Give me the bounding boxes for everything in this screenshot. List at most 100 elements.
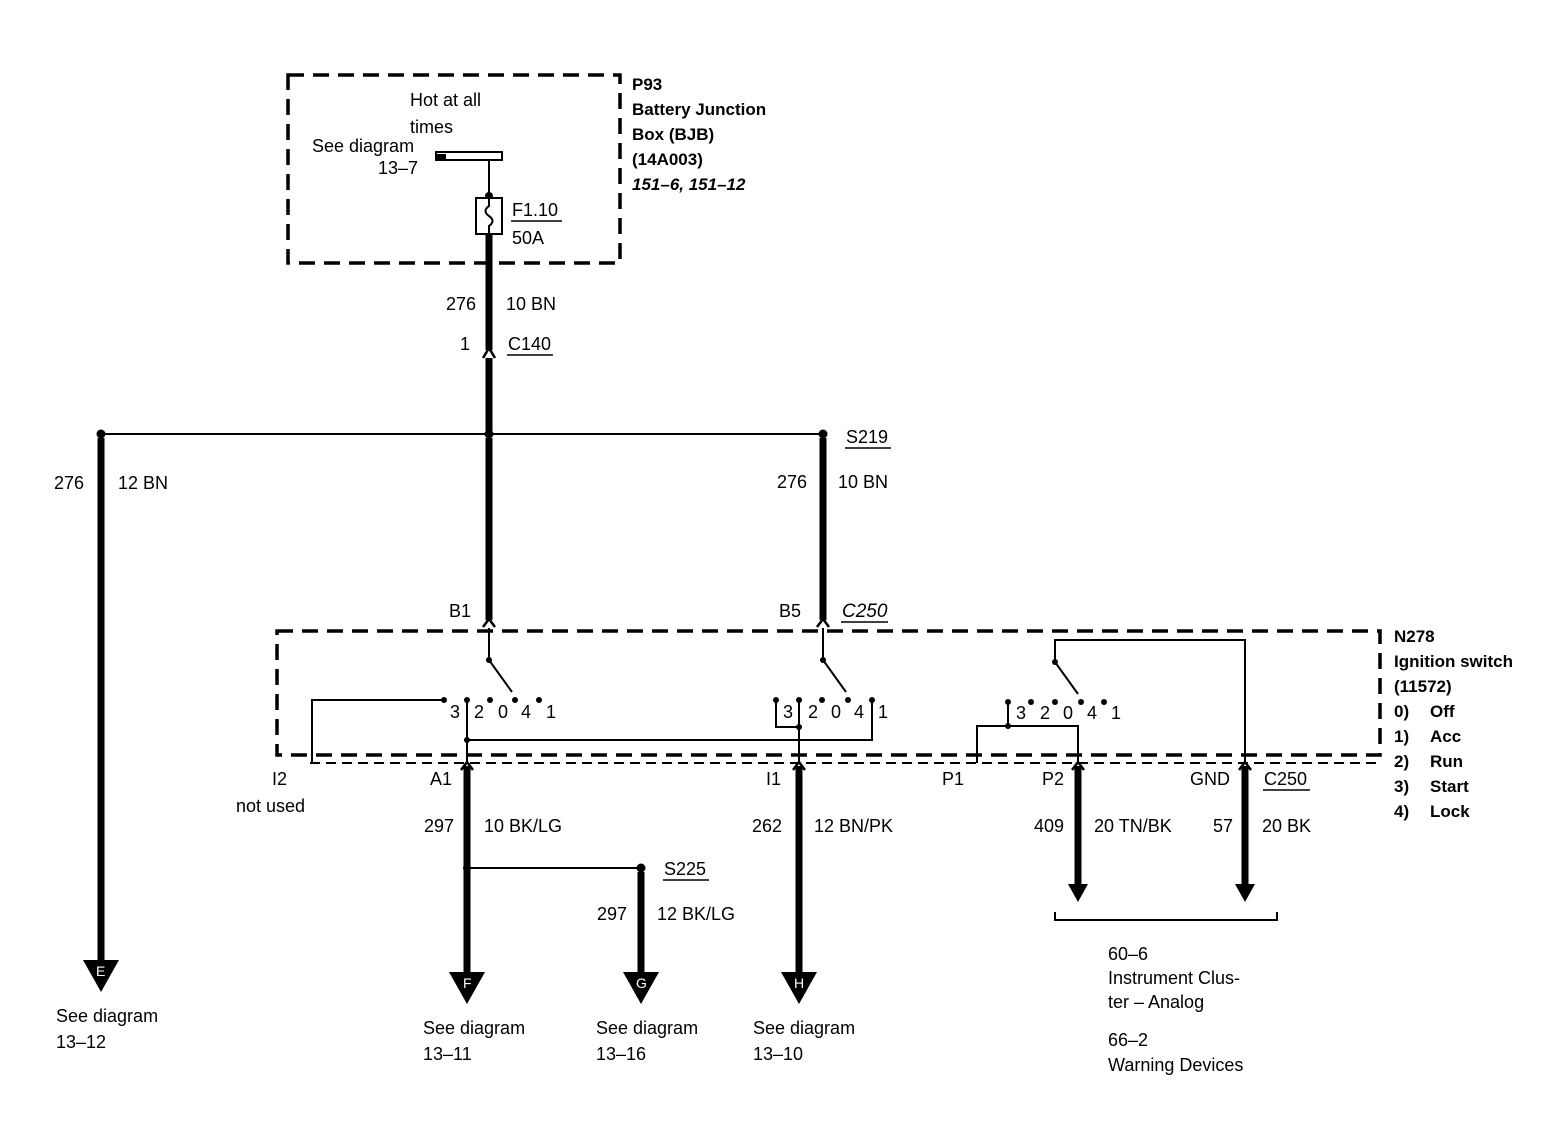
switch-3-wiper (1054, 661, 1079, 695)
switch-2: 3 2 0 4 1 (464, 628, 888, 763)
s225-id: S225 (664, 859, 706, 879)
ignition-id: N278 (1394, 627, 1435, 646)
c250-b5-connector (816, 616, 830, 628)
s219-gauge: 10 BN (838, 472, 888, 492)
pin-b5: B5 (779, 601, 801, 621)
bjb-part: (14A003) (632, 150, 703, 169)
sw2-pos-1: 1 (878, 702, 888, 722)
wire-s225: S225 297 12 BK/LG G See diagram 13–16 (596, 859, 735, 1064)
wire-57: 57 20 BK (1213, 759, 1311, 902)
arrow-g (623, 972, 659, 1004)
ignition-part: (11572) (1394, 677, 1452, 696)
bjb-hot-label-1: Hot at all (410, 90, 481, 110)
ignition-pos-3-label: Start (1430, 777, 1469, 796)
arrow-g-label: G (636, 975, 647, 991)
sw2-pos-3: 3 (783, 702, 793, 722)
sw3-pos-4: 4 (1087, 703, 1097, 723)
splice-bus: S219 (96, 427, 891, 449)
left-gauge: 12 BN (118, 473, 168, 493)
s225-circuit: 297 (597, 904, 627, 924)
left-circuit: 276 (54, 473, 84, 493)
ignition-pos-0-label: Off (1430, 702, 1455, 721)
main-feed-wire: 276 10 BN 1 C140 (446, 234, 556, 432)
bjb-name-2: Box (BJB) (632, 125, 714, 144)
s219-id: S219 (846, 427, 888, 447)
w297-see-ref: 13–11 (423, 1044, 472, 1064)
s219-feed: 276 10 BN (777, 438, 888, 620)
ignition-pos-1-num: 1) (1394, 727, 1409, 746)
switch-1-wiper (488, 659, 513, 693)
battery-junction-box: Hot at all times See diagram 13–7 F1.10 … (286, 73, 766, 265)
c250-bottom-id: C250 (1264, 769, 1307, 789)
s225-see-diagram: See diagram (596, 1018, 698, 1038)
pin-i2-note: not used (236, 796, 305, 816)
splice-left (96, 429, 106, 439)
pin-p1: P1 (942, 769, 964, 789)
left-see-ref: 13–12 (56, 1032, 106, 1052)
wire-262: 262 12 BN/PK H See diagram 13–10 (752, 759, 893, 1064)
w262-circuit: 262 (752, 816, 782, 836)
s225-see-ref: 13–16 (596, 1044, 646, 1064)
sw2-pos-2: 2 (808, 702, 818, 722)
switch-2-wiper (822, 659, 847, 693)
c140-connector (481, 345, 497, 359)
main-circuit: 276 (446, 294, 476, 314)
w262-gauge: 12 BN/PK (814, 816, 893, 836)
c140-pin: 1 (460, 334, 470, 354)
switch-3: 3 2 0 4 1 (976, 639, 1246, 763)
cluster-name-1b: ter – Analog (1108, 992, 1204, 1012)
ignition-pos-4-num: 4) (1394, 802, 1409, 821)
w57-circuit: 57 (1213, 816, 1233, 836)
sw1-pos-4: 4 (521, 702, 531, 722)
arrow-57 (1235, 884, 1255, 902)
w409-circuit: 409 (1034, 816, 1064, 836)
main-gauge: 10 BN (506, 294, 556, 314)
cluster-name-1a: Instrument Clus- (1108, 968, 1240, 988)
w297-gauge: 10 BK/LG (484, 816, 562, 836)
arrow-h (781, 972, 817, 1004)
sw3-pos-2: 2 (1040, 703, 1050, 723)
bjb-see-diagram-ref: 13–7 (378, 158, 418, 178)
sw3-pos-0: 0 (1063, 703, 1073, 723)
w297-circuit: 297 (424, 816, 454, 836)
pin-p2: P2 (1042, 769, 1064, 789)
s225-gauge: 12 BK/LG (657, 904, 735, 924)
w262-see-diagram: See diagram (753, 1018, 855, 1038)
arrow-f (449, 972, 485, 1004)
splice-center (484, 429, 494, 439)
ignition-pos-2-label: Run (1430, 752, 1463, 771)
c250-b1-connector (482, 616, 496, 628)
w297-see-diagram: See diagram (423, 1018, 525, 1038)
bjb-refs: 151–6, 151–12 (632, 175, 746, 194)
pin-a1: A1 (430, 769, 452, 789)
instrument-cluster: 60–6 Instrument Clus- ter – Analog 66–2 … (1054, 912, 1278, 1075)
cluster-ref-2: 66–2 (1108, 1030, 1148, 1050)
sw1-pos-1: 1 (546, 702, 556, 722)
ignition-pos-2-num: 2) (1394, 752, 1409, 771)
sw1-pos-0: 0 (498, 702, 508, 722)
fuse-id: F1.10 (512, 200, 558, 220)
ignition-pos-3-num: 3) (1394, 777, 1409, 796)
s219-circuit: 276 (777, 472, 807, 492)
bjb-see-diagram: See diagram (312, 136, 414, 156)
w262-see-ref: 13–10 (753, 1044, 803, 1064)
pin-b1: B1 (449, 601, 471, 621)
fuse-element (484, 198, 494, 234)
busbar-terminal (436, 154, 446, 159)
bjb-boundary (286, 73, 622, 265)
switch-1: 3 2 0 4 1 (311, 628, 556, 763)
arrow-409 (1068, 884, 1088, 902)
sw3-pos-3: 3 (1016, 703, 1026, 723)
bjb-hot-label-2: times (410, 117, 453, 137)
splice-s219 (818, 429, 828, 439)
arrow-f-label: F (463, 975, 472, 991)
ignition-pos-1-label: Acc (1430, 727, 1461, 746)
bjb-name-1: Battery Junction (632, 100, 766, 119)
bjb-id: P93 (632, 75, 662, 94)
cluster-ref-1: 60–6 (1108, 944, 1148, 964)
cluster-name-2: Warning Devices (1108, 1055, 1243, 1075)
c140-id: C140 (508, 334, 551, 354)
pin-i1: I1 (766, 769, 781, 789)
sw2-pos-4: 4 (854, 702, 864, 722)
